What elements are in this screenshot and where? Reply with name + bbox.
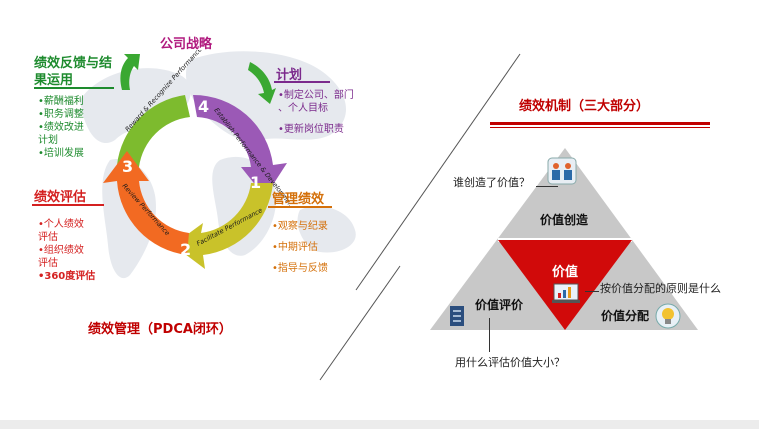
mechanism-title-line [490, 122, 710, 125]
top-green-arrow [120, 54, 140, 90]
right-green-arrow [248, 62, 276, 104]
question-distribute-line [585, 291, 599, 292]
manage-item: •观察与纪录 [272, 221, 328, 232]
question-create: 谁创造了价值？ [453, 176, 530, 189]
evaluate-items: •个人绩效 评估 •组织绩效 评估 •360度评估 [38, 218, 95, 283]
evaluate-item: 评估 [38, 232, 58, 243]
feedback-item: •培训发展 [38, 148, 84, 159]
question-distribute: 按价值分配的原则是什么 [600, 282, 721, 295]
question-evaluate-line [489, 318, 490, 352]
segment-1-purple [193, 94, 287, 197]
evaluate-item: 评估 [38, 258, 58, 269]
manage-heading: 管理绩效 [272, 192, 325, 207]
plan-items: •制定公司、部门 、个人目标 •更新岗位职责 [278, 89, 354, 136]
strategy-title: 公司战略 [160, 37, 213, 52]
segment-3-orange [103, 151, 189, 255]
plan-underline [274, 81, 330, 83]
plan-heading: 计划 [276, 68, 303, 83]
manage-items: •观察与纪录 •中期评估 •指导与反馈 [272, 220, 328, 275]
manage-underline [268, 206, 332, 208]
feedback-heading-line2: 果运用 [34, 73, 74, 88]
mechanism-title: 绩效机制（三大部分） [519, 99, 650, 114]
evaluate-label: 价值评价 [475, 298, 524, 312]
people-icon [547, 157, 577, 185]
create-label: 价值创造 [540, 213, 589, 227]
evaluate-item: •组织绩效 [38, 245, 84, 256]
step-3-number: 3 [122, 157, 133, 176]
step-1-number: 1 [250, 173, 261, 192]
manage-item: •中期评估 [272, 242, 318, 253]
evaluate-underline [32, 204, 104, 206]
lightbulb-icon [655, 303, 681, 329]
plan-item: 、个人目标 [278, 103, 328, 114]
laptop-chart-icon [552, 283, 580, 303]
feedback-underline [34, 87, 114, 89]
step-4-number: 4 [198, 97, 209, 116]
manage-item: •指导与反馈 [272, 263, 328, 274]
value-pyramid [430, 148, 698, 330]
question-create-line [536, 186, 558, 187]
question-evaluate: 用什么评估价值大小？ [455, 356, 565, 369]
feedback-item: •绩效改进 [38, 122, 84, 133]
distribute-label: 价值分配 [601, 309, 650, 323]
feedback-items: •薪酬福利 •职务调整 •绩效改进 计划 •培训发展 [38, 95, 84, 160]
step-2-number: 2 [180, 240, 191, 259]
mechanism-title-thin-line [490, 127, 710, 128]
document-icon [450, 306, 464, 326]
footer-bar [0, 420, 759, 429]
feedback-heading-line1: 绩效反馈与结 [34, 56, 113, 71]
pdca-bottom-title: 绩效管理（PDCA闭环） [88, 322, 232, 337]
pdca-cycle-diagram: 4 1 2 3 Reward & Recognize Performance E… [103, 50, 290, 269]
plan-item: •更新岗位职责 [278, 124, 344, 135]
evaluate-item: •360度评估 [38, 271, 96, 282]
evaluate-item: •个人绩效 [38, 219, 84, 230]
segment-4-green [117, 95, 190, 167]
plan-item: •制定公司、部门 [278, 90, 354, 101]
value-label: 价值 [552, 265, 579, 280]
segment-2-yellow [173, 183, 273, 269]
feedback-item: •职务调整 [38, 109, 84, 120]
feedback-item: •薪酬福利 [38, 96, 84, 107]
evaluate-heading: 绩效评估 [34, 190, 87, 205]
feedback-item: 计划 [38, 135, 58, 146]
